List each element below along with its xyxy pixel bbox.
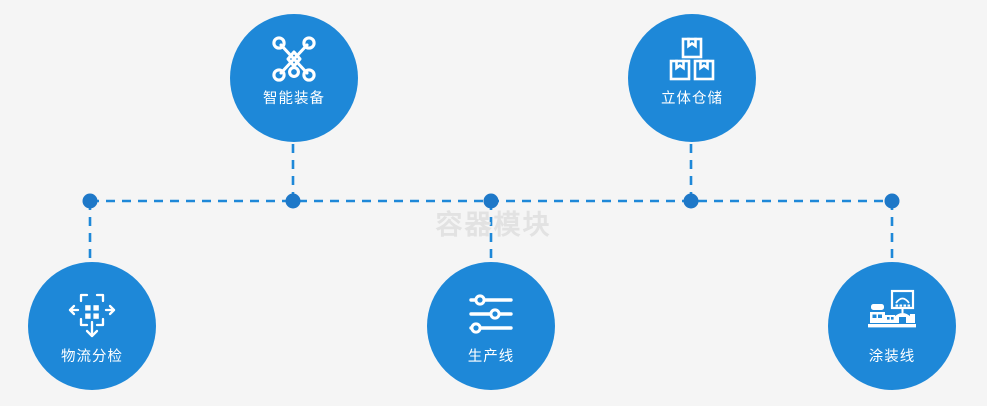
node-label: 物流分检 [61, 349, 123, 365]
sliders-icon [469, 294, 513, 334]
stacked-boxes-icon [669, 37, 715, 81]
node-production-line[interactable]: 生产线 [427, 262, 555, 390]
node-stereoscopic-warehouse[interactable]: 立体仓储 [628, 14, 756, 142]
sorting-arrows-icon [68, 293, 116, 338]
factory-monitor-icon [868, 289, 916, 328]
node-smart-equipment[interactable]: 智能装备 [230, 14, 358, 142]
node-label: 涂装线 [868, 349, 916, 365]
watermark-text: 容器模块 [435, 210, 552, 240]
node-logistics-sorting[interactable]: 物流分检 [28, 262, 156, 390]
node-label: 生产线 [467, 349, 515, 365]
node-painting-line[interactable]: 涂装线 [828, 262, 956, 390]
network-nodes-icon [272, 36, 316, 82]
node-label: 智能装备 [263, 91, 325, 107]
node-label: 立体仓储 [661, 91, 723, 107]
